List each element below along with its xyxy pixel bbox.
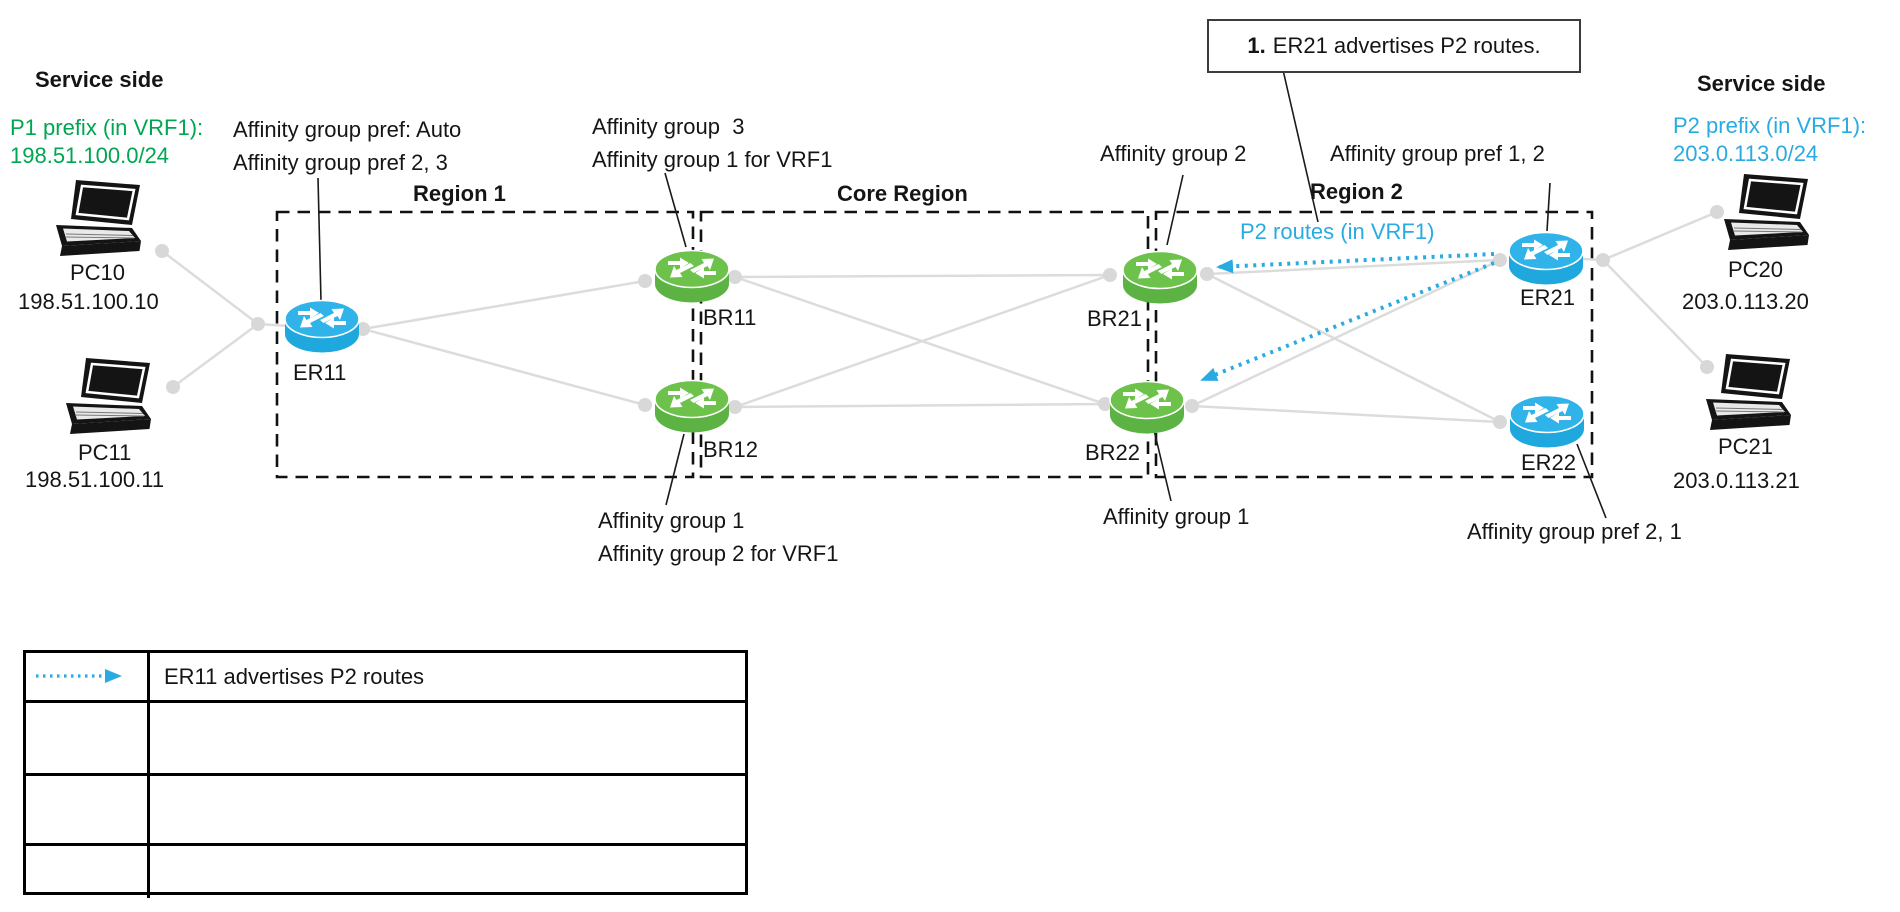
br22-affinity: Affinity group 1 [1103, 504, 1250, 529]
leader-br11 [664, 172, 687, 248]
legend-symbol-cell-1 [26, 653, 150, 703]
br12-label: BR12 [703, 437, 759, 462]
legend-row-3-text [150, 776, 745, 846]
link-br22-er21 [1191, 258, 1501, 408]
link-endpoint-dots [155, 205, 1724, 429]
leader-er21 [1546, 182, 1551, 232]
legend-row-1-text: ER11 advertises P2 routes [150, 653, 745, 703]
er22-label: ER22 [1521, 450, 1577, 475]
link-pc11-junction [172, 322, 259, 389]
legend-table: ER11 advertises P2 routes [23, 650, 748, 898]
core-region-title: Core Region [837, 181, 968, 206]
router-br22-icon [1109, 380, 1185, 435]
legend-symbol-cell-3 [26, 776, 150, 846]
region1-border [275, 210, 695, 479]
pc11-ip: 198.51.100.11 [25, 467, 165, 492]
er21-affinity: Affinity group pref 1, 2 [1330, 141, 1545, 166]
br22-label: BR22 [1085, 440, 1141, 465]
region2-title: Region 2 [1310, 179, 1403, 204]
router-br11-icon [654, 249, 730, 304]
pc11-label: PC11 [78, 440, 132, 465]
region1-title: Region 1 [413, 181, 506, 206]
er21-label: ER21 [1520, 285, 1576, 310]
step1-number: 1. [1247, 33, 1266, 58]
link-pc10-junction [161, 250, 259, 325]
leader-er11 [317, 177, 322, 302]
leader-er22 [1576, 443, 1607, 519]
br11-affinity-line1: Affinity group 3 [592, 114, 745, 139]
router-er21-icon [1508, 231, 1584, 286]
p2-routes-arrow-er21-br21 [1216, 252, 1495, 274]
legend-row-4-text [150, 846, 745, 898]
legend-symbol-cell-2 [26, 703, 150, 776]
link-er11-br12 [362, 327, 646, 407]
link-er11-br11 [362, 279, 646, 331]
leader-br12 [665, 433, 685, 506]
p1-prefix-label: P1 prefix (in VRF1): [10, 115, 204, 140]
router-er22-icon [1509, 394, 1585, 449]
p2-prefix-value: 203.0.113.0/24 [1673, 141, 1819, 166]
core-region-border [699, 210, 1150, 479]
link-br21-er21 [1206, 258, 1501, 276]
p2-routes-annotation: P2 routes (in VRF1) [1240, 219, 1435, 244]
er22-affinity: Affinity group pref 2, 1 [1467, 519, 1682, 544]
link-br21-er22 [1206, 272, 1501, 424]
legend-row-2-text [150, 703, 745, 776]
link-junction-pc21 [1602, 259, 1708, 368]
leader-br22 [1153, 429, 1172, 502]
p2-route-arrows [1200, 252, 1495, 382]
step1-callout: 1.ER21 advertises P2 routes. [1207, 19, 1581, 73]
er11-affinity-line1: Affinity group pref: Auto [233, 117, 462, 142]
pc20-ip: 203.0.113.20 [1682, 289, 1809, 314]
pc11-laptop-icon [64, 356, 153, 436]
br21-label: BR21 [1087, 306, 1143, 331]
leader-br21 [1166, 174, 1184, 246]
pc20-laptop-icon [1722, 172, 1811, 252]
br11-affinity-line2: Affinity group 1 for VRF1 [592, 147, 833, 172]
pc21-ip: 203.0.113.21 [1673, 468, 1800, 493]
router-br21-icon [1122, 250, 1198, 305]
pc10-laptop-icon [54, 178, 143, 258]
service-side-left-heading: Service side [35, 67, 164, 92]
annotation-leaders [317, 69, 1607, 519]
er11-affinity-line2: Affinity group pref 2, 3 [233, 150, 448, 175]
br12-affinity-line2: Affinity group 2 for VRF1 [598, 541, 839, 566]
br11-label: BR11 [703, 305, 757, 330]
legend-symbol-cell-4 [26, 846, 150, 898]
br21-affinity: Affinity group 2 [1100, 141, 1247, 166]
link-junction-pc20 [1602, 210, 1718, 262]
pc10-label: PC10 [70, 260, 126, 285]
link-br22-er22 [1191, 404, 1501, 424]
link-br11-br21 [734, 273, 1111, 279]
p2-prefix-label: P2 prefix (in VRF1): [1673, 113, 1867, 138]
leader-callout [1282, 69, 1319, 223]
topology-links [161, 210, 1718, 424]
service-side-right-heading: Service side [1697, 71, 1826, 96]
pc21-laptop-icon [1704, 352, 1793, 432]
router-br12-icon [654, 379, 730, 434]
er11-label: ER11 [293, 360, 347, 385]
step1-text: ER21 advertises P2 routes. [1272, 33, 1541, 58]
router-er11-icon [284, 299, 360, 354]
br12-affinity-line1: Affinity group 1 [598, 508, 745, 533]
link-br12-br22 [734, 402, 1106, 409]
pc10-ip: 198.51.100.10 [18, 289, 159, 314]
p2-routes-arrow-er21-br22 [1200, 261, 1495, 382]
pc20-label: PC20 [1728, 257, 1784, 282]
link-br12-br21 [734, 273, 1111, 409]
pc21-label: PC21 [1718, 434, 1774, 459]
link-br11-br22 [734, 275, 1106, 406]
p1-prefix-value: 198.51.100.0/24 [10, 143, 170, 168]
